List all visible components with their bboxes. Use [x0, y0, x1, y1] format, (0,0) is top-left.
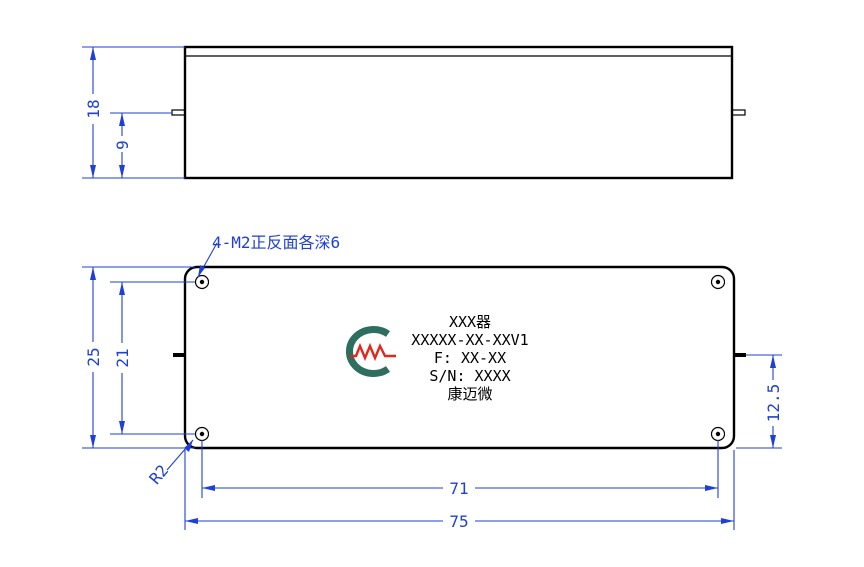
dim-text-71: 71 — [449, 479, 468, 498]
mounting-hole-bottom-right — [710, 426, 726, 442]
side-pin-left — [171, 109, 186, 116]
side-view — [171, 45, 746, 180]
dim-text-75: 75 — [449, 512, 468, 531]
side-dimensions: 18 9 — [82, 46, 185, 179]
top-body — [183, 265, 736, 450]
label-line-4: S/N: XXXX — [429, 367, 510, 385]
side-body — [183, 45, 734, 180]
mounting-hole-top-right — [710, 274, 726, 290]
top-pin-left — [173, 353, 185, 357]
company-logo — [346, 326, 396, 377]
label-line-1: XXX器 — [449, 313, 491, 331]
mounting-hole-top-left — [194, 274, 210, 290]
dim-text-21: 21 — [113, 348, 132, 367]
hole-note-text: 4-M2正反面各深6 — [212, 233, 340, 252]
top-dimensions: 25 21 12.5 71 75 R2 — [82, 233, 783, 531]
wave-icon — [350, 342, 396, 362]
dim-text-18: 18 — [84, 99, 103, 118]
dim-text-r2: R2 — [145, 461, 172, 488]
label-line-2: XXXXX-XX-XXV1 — [411, 331, 528, 349]
dim-text-12-5: 12.5 — [764, 384, 783, 423]
top-pin-right — [734, 353, 746, 357]
side-pin-right — [731, 109, 746, 116]
dim-text-9: 9 — [113, 140, 132, 150]
label-line-5: 康迈微 — [447, 385, 492, 403]
dim-text-25: 25 — [84, 347, 103, 366]
label-line-3: F: XX-XX — [434, 349, 506, 367]
product-label: XXX器 XXXXX-XX-XXV1 F: XX-XX S/N: XXXX 康迈… — [411, 313, 528, 403]
mounting-hole-bottom-left — [194, 426, 210, 442]
top-view: XXX器 XXXXX-XX-XXV1 F: XX-XX S/N: XXXX 康迈… — [173, 265, 746, 450]
